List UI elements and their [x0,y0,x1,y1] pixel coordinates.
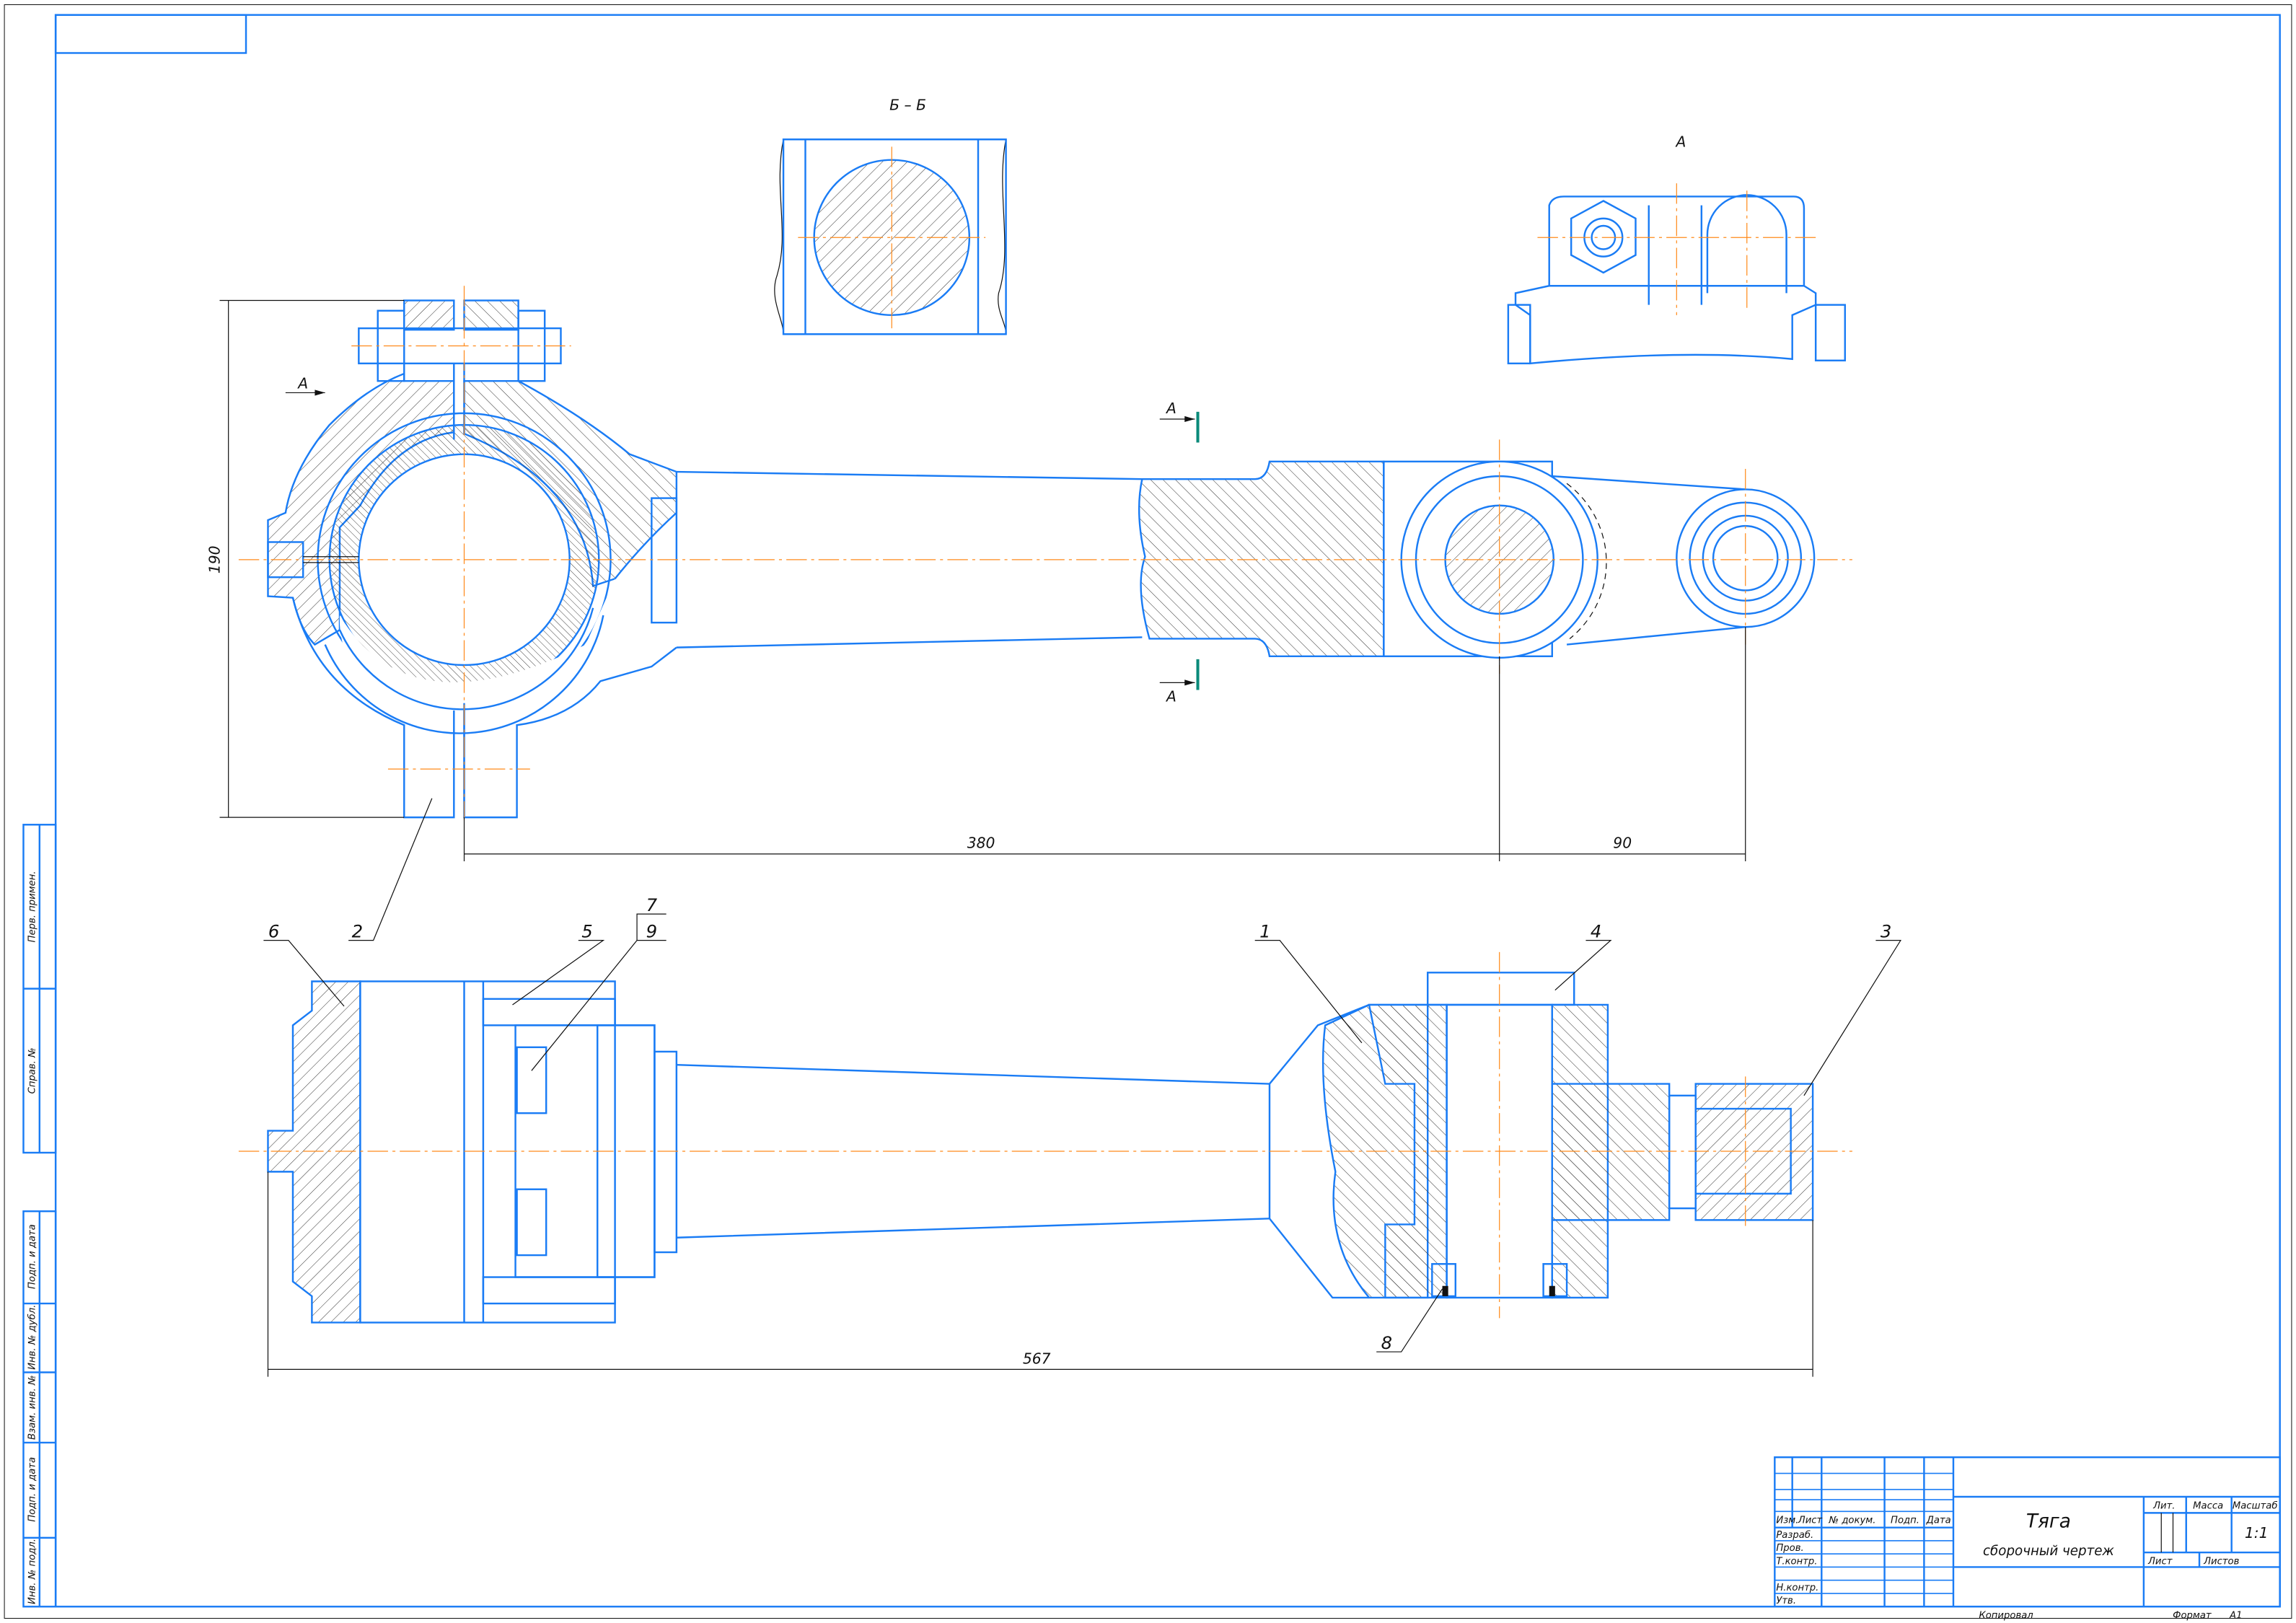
scale-value: 1:1 [2245,1524,2269,1541]
role-checker: Пров. [1776,1543,1803,1554]
stamp-label: Подп. и дата [27,1224,38,1289]
balloon-5: 5 [581,921,593,942]
copied-label: Копировал [1979,1611,2033,1622]
section-mark-label: А [1165,688,1176,705]
stamp-label: Подп. и дата [27,1457,38,1522]
balloon-2: 2 [352,921,364,942]
header-doc-no: № докум. [1828,1516,1875,1526]
role-tech-control: Т.контр. [1776,1556,1817,1567]
dimension-center-distance: 380 90 [463,627,1746,862]
section-label: Б – Б [889,97,926,114]
svg-text:190: 190 [206,545,223,573]
role-approved: Утв. [1776,1596,1796,1606]
dimension-height: 190 [206,299,405,818]
balloon-1: 1 [1259,921,1271,942]
header-signature: Подп. [1891,1516,1919,1526]
header-date: Дата [1926,1516,1951,1526]
drawing-title: Тяга [2026,1511,2071,1533]
header-change: Изм. [1776,1516,1798,1526]
svg-text:380: 380 [967,835,995,852]
lit-label: Лит. [2152,1500,2175,1511]
front-view: 567 [238,951,1852,1377]
balloon-8: 8 [1381,1332,1393,1353]
mass-label: Масса [2193,1500,2223,1511]
stamp-label: Инв. № дубл. [27,1305,38,1370]
format-value: А1 [2229,1611,2242,1622]
title-block: Изм. Лист № докум. Подп. Дата Разраб. Пр… [1774,1456,2281,1622]
drawing-subtitle: сборочный чертеж [1983,1544,2114,1559]
view-arrow-label: А [296,374,308,392]
dimension-overall-length: 567 [1023,1350,1051,1367]
stamp-label: Взам. инв. № [27,1375,38,1440]
balloon-7: 7 [646,894,658,915]
balloon-6: 6 [268,921,280,942]
balloon-4: 4 [1591,921,1602,942]
balloon-9: 9 [646,921,658,942]
section-b-b: Б – Б [774,97,1007,335]
stamp-label: Перв. примен. [27,871,38,942]
role-norm-control: Н.контр. [1776,1583,1818,1593]
main-view: А А А 190 380 90 [206,286,1852,862]
margin-stamp: Перв. примен. Справ. № Подп. и дата Инв.… [22,824,57,1608]
role-developer: Разраб. [1776,1529,1813,1541]
view-a: А [1507,133,1846,365]
sheet-frame [4,4,2292,1619]
dimension-lug-distance: 90 [1613,835,1632,852]
sheet-label: Лист [2147,1556,2173,1567]
header-sheet: Лист [1798,1516,1823,1526]
format-label: Формат [2173,1611,2212,1622]
scale-label: Масштаб [2233,1500,2278,1511]
view-label: А [1674,133,1686,150]
sheets-label: Листов [2203,1556,2239,1567]
stamp-label: Инв. № подл. [27,1539,38,1604]
balloon-3: 3 [1881,921,1892,942]
part-balloons: 6 2 5 7 9 1 4 3 8 [263,798,1902,1353]
stamp-label: Справ. № [27,1047,38,1094]
section-mark-label: А [1165,400,1176,417]
